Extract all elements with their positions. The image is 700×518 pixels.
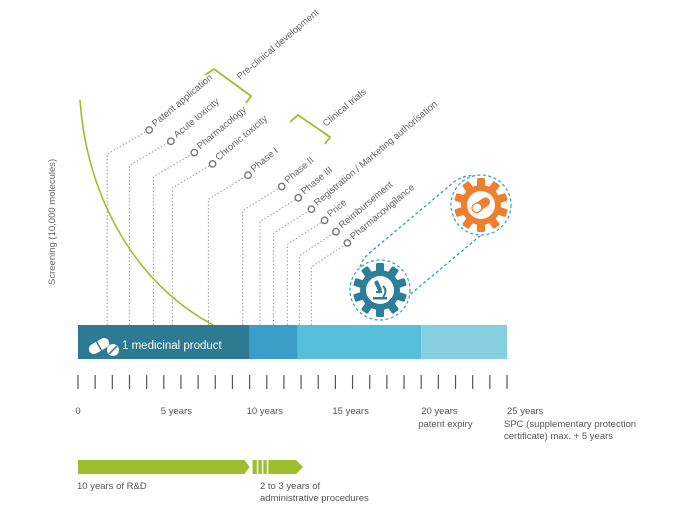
phase-arrows xyxy=(78,460,304,474)
admin-arrow xyxy=(252,460,304,474)
milestone-line xyxy=(171,163,213,325)
screening-label: Screening (10,000 molecules) xyxy=(47,159,58,285)
axis-tick-sublabel-line: certificate) max. + 5 years xyxy=(504,431,613,442)
preclinical-bracket xyxy=(204,67,253,104)
preclinical-label: Pre-clinical development xyxy=(235,7,322,82)
gear-tooth xyxy=(477,178,485,187)
pill-capsule-icon xyxy=(88,338,119,356)
milestone-marker xyxy=(343,239,352,247)
gear-tooth xyxy=(376,308,384,317)
admin-label: 2 to 3 years of administrative procedure… xyxy=(260,481,369,504)
bar-segment xyxy=(297,325,422,359)
milestone-marker xyxy=(332,227,340,236)
milestone-marker xyxy=(277,182,286,191)
axis-tick-label: 10 years xyxy=(247,406,284,417)
milestone-line xyxy=(242,186,282,325)
rd-label: 10 years of R&D xyxy=(77,481,147,492)
time-axis: 0 5 years 10 years 15 years 20 years patent e… xyxy=(75,375,636,442)
rd-arrow xyxy=(78,460,250,474)
clinical-label: Clinical trials xyxy=(321,86,369,129)
axis-tick-label: 25 years xyxy=(507,406,544,417)
milestone-label: Patent application xyxy=(150,72,215,129)
milestone-marker xyxy=(320,216,329,225)
bar-segment xyxy=(421,325,507,359)
milestone-line xyxy=(207,174,249,325)
pill-gear-icon xyxy=(450,174,512,236)
screening-curve xyxy=(79,99,214,326)
axis-tick-sublabel: patent expiry xyxy=(418,419,473,430)
admin-label-line-1: 2 to 3 years of xyxy=(260,481,321,492)
milestone-line xyxy=(310,242,348,325)
axis-tick-sublabel-line: SPC (supplementary protection xyxy=(504,419,636,430)
admin-label-line-2: administrative procedures xyxy=(260,493,369,504)
milestone-marker xyxy=(307,205,316,214)
axis-tick-label: 15 years xyxy=(332,406,369,417)
milestone-line xyxy=(259,197,299,325)
milestone-line xyxy=(153,152,195,325)
milestone-marker xyxy=(166,137,175,146)
milestone-line xyxy=(273,208,312,325)
milestone-line xyxy=(128,140,172,325)
axis-tick-label: 0 xyxy=(75,406,80,417)
milestone-marker xyxy=(145,126,154,134)
milestone-line xyxy=(298,231,337,325)
milestone-marker xyxy=(208,159,217,168)
gear-tooth xyxy=(477,223,485,232)
bar-segment xyxy=(249,325,298,359)
milestone-marker xyxy=(244,171,252,180)
axis-tick-label: 20 years xyxy=(421,406,458,417)
product-bar xyxy=(78,325,507,359)
milestone-label: Phase I xyxy=(249,145,281,174)
clinical-bracket xyxy=(289,113,332,145)
milestone-marker xyxy=(190,148,199,157)
gear-tooth xyxy=(376,263,384,272)
axis-tick-label: 5 years xyxy=(161,406,192,417)
milestone-line xyxy=(106,129,150,325)
product-label: 1 medicinal product xyxy=(122,340,223,352)
milestone-line xyxy=(286,219,325,325)
microscope-gear-icon xyxy=(349,259,411,321)
milestone-marker xyxy=(294,193,303,202)
